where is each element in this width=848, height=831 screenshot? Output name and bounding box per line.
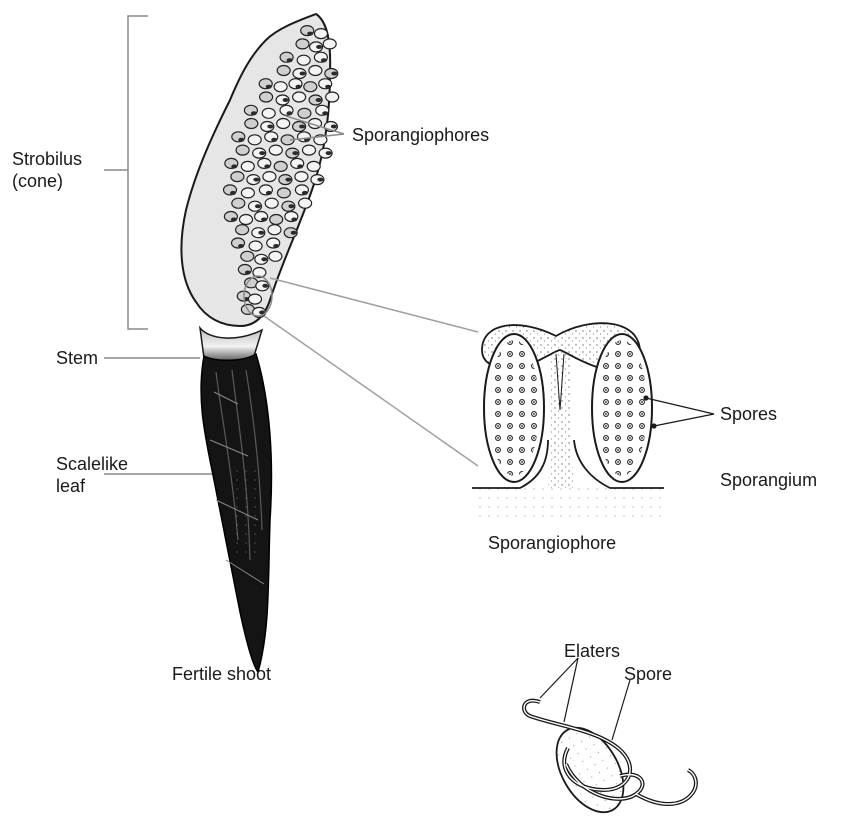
cone-scale: [309, 66, 322, 76]
cone-scale: [232, 198, 245, 208]
cone-scale-shadow: [285, 178, 291, 182]
cone-scale: [241, 251, 254, 261]
cone-scale: [304, 82, 317, 92]
cone-scale: [268, 225, 281, 235]
cone-scale-shadow: [291, 218, 297, 222]
cone-scale-shadow: [300, 72, 306, 76]
cone-scale-shadow: [273, 244, 279, 248]
spores-pointer: [644, 396, 714, 428]
cone-scale-shadow: [230, 191, 236, 195]
cone-scale-shadow: [262, 284, 268, 288]
cone-scale: [236, 225, 249, 235]
cone-scale-shadow: [307, 32, 313, 36]
cone-scale: [277, 66, 290, 76]
cone-scale-shadow: [261, 257, 267, 261]
cone-scale-shadow: [267, 125, 273, 129]
cone-scale-shadow: [283, 98, 289, 102]
label-sporangium: Sporangium: [720, 469, 817, 491]
cone-scale-shadow: [287, 111, 293, 115]
cone-scale-shadow: [238, 138, 244, 142]
cone-scale-shadow: [331, 125, 337, 129]
cone-scale-shadow: [287, 58, 293, 62]
cone-scale: [265, 198, 278, 208]
cone-scale: [295, 172, 308, 182]
label-fertile-shoot: Fertile shoot: [172, 663, 271, 685]
cone-scale-shadow: [231, 164, 237, 168]
cone-scale-shadow: [271, 138, 277, 142]
cone-scale-shadow: [321, 58, 327, 62]
cone-scale: [315, 29, 328, 39]
cone-scale: [240, 215, 253, 225]
cone-scale-shadow: [266, 191, 272, 195]
label-sporangiophores: Sporangiophores: [352, 124, 489, 146]
cone-scale: [274, 82, 287, 92]
cone-scale-shadow: [296, 85, 302, 89]
label-sporangiophore: Sporangiophore: [488, 532, 616, 554]
cone-scale: [296, 39, 309, 49]
cone-scale-shadow: [316, 98, 322, 102]
cone-scale-shadow: [255, 204, 261, 208]
cone-scale: [307, 161, 320, 171]
cone-scale-shadow: [302, 191, 308, 195]
cone-scale-shadow: [231, 218, 237, 222]
cone-scale-shadow: [331, 72, 337, 76]
cone-scale: [248, 135, 261, 145]
cone-scale: [323, 39, 336, 49]
cone-scale-shadow: [316, 45, 322, 49]
cone-scale-shadow: [322, 111, 328, 115]
cone-scale: [269, 145, 282, 155]
cone-scale: [297, 55, 310, 65]
scalelike-leaf-sheath: [201, 354, 271, 672]
cone-scale: [249, 294, 262, 304]
cone-scale: [298, 108, 311, 118]
cone-scale-shadow: [291, 231, 297, 235]
cone-scale: [274, 161, 287, 171]
strobilus-cone: [181, 14, 338, 326]
cone-scale-shadow: [299, 125, 305, 129]
cone-scale: [299, 198, 312, 208]
cone-scale-shadow: [251, 111, 257, 115]
cone-scale: [245, 119, 258, 129]
cone-scale: [262, 108, 275, 118]
cone-scale-shadow: [264, 164, 270, 168]
label-strobilus: Strobilus (cone): [12, 148, 82, 192]
cone-scale: [293, 92, 306, 102]
cone-scale-shadow: [259, 151, 265, 155]
cone-scale-shadow: [266, 85, 272, 89]
cone-scale-shadow: [326, 151, 332, 155]
cone-scale: [236, 145, 249, 155]
cone-scale: [269, 251, 282, 261]
sporangiophore-detail: [472, 323, 664, 522]
cone-scale: [241, 188, 254, 198]
cone-scale: [260, 92, 273, 102]
cone-scale: [277, 119, 290, 129]
label-elaters: Elaters: [564, 640, 620, 662]
cone-scale-shadow: [325, 85, 331, 89]
cone-scale: [241, 161, 254, 171]
cone-scale-shadow: [258, 231, 264, 235]
cone-scale-shadow: [253, 178, 259, 182]
cone-scale-shadow: [238, 244, 244, 248]
cone-scale-shadow: [245, 271, 251, 275]
cone-scale: [326, 92, 339, 102]
cone-scale-shadow: [261, 218, 267, 222]
cone-scale-shadow: [288, 204, 294, 208]
cone-scale: [231, 172, 244, 182]
cone-scale: [249, 241, 262, 251]
cone-scale: [303, 145, 316, 155]
cone-scale-shadow: [317, 178, 323, 182]
strobilus-bracket: [104, 16, 148, 329]
cone-scale: [277, 188, 290, 198]
label-scalelike-leaf: Scalelike leaf: [56, 453, 128, 497]
cone-scale-shadow: [292, 151, 298, 155]
zoom-connector: [244, 276, 478, 466]
cone-scale: [270, 215, 283, 225]
label-stem: Stem: [56, 347, 98, 369]
label-spore: Spore: [624, 663, 672, 685]
cone-scale-shadow: [297, 164, 303, 168]
cone-scale: [263, 172, 276, 182]
label-spores: Spores: [720, 403, 777, 425]
